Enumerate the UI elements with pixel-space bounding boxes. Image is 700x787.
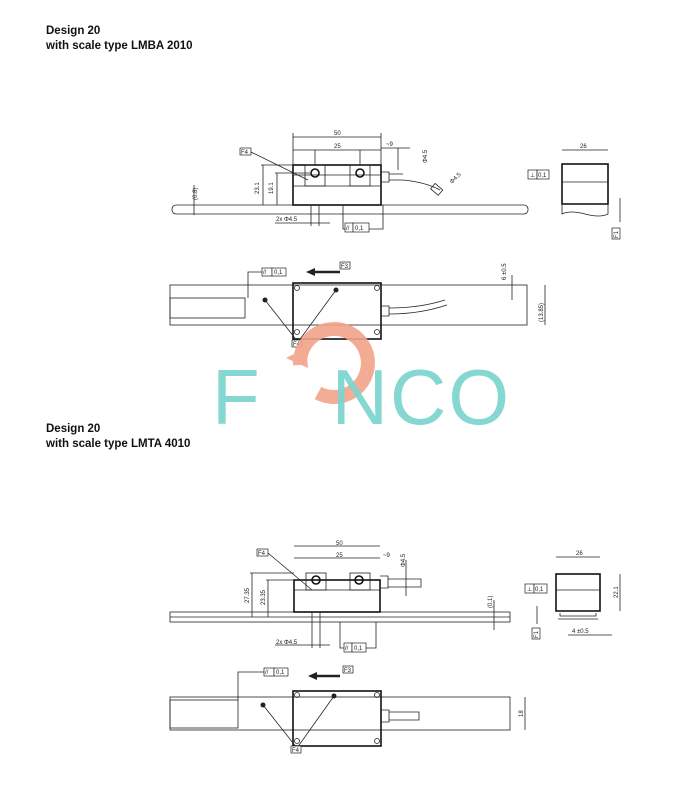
- drawing-2-top-view: F4 // 0,1 F3 6 ±0.5 (13.85): [169, 261, 546, 348]
- section-2-heading: Design 20 with scale type LMTA 4010: [46, 422, 190, 452]
- drawing-1-front-view: 50 25 ~9 Φ4.5 Φ4.5 23.1 19.1 (0.8) 2x Φ4…: [171, 131, 529, 233]
- dim-0-1: (0.1): [488, 596, 494, 608]
- dim-cable-diameter-2: Φ4.5: [449, 171, 463, 185]
- dim-13-85: (13.85): [539, 303, 545, 322]
- drawing-3-side-view: 26 22.1 ⊥ 0,1 F1 4 ±0.5: [524, 551, 621, 640]
- reference-f1: F1: [534, 630, 540, 638]
- drawing-3-front-view: 50 25 ~9 Φ4.5 27.35 23.35 (0.1) 2x Φ4.5 …: [169, 541, 511, 653]
- perpendicularity-symbol: ⊥: [527, 586, 532, 593]
- reference-f4: F4: [241, 150, 249, 156]
- dim-9: ~9: [386, 142, 394, 148]
- dim-50: 50: [336, 541, 343, 547]
- dim-holes: 2x Φ4.5: [276, 640, 298, 646]
- section-2-title: Design 20: [46, 423, 101, 435]
- reference-f4: F4: [293, 342, 301, 348]
- tolerance-value: 0,1: [276, 670, 285, 676]
- dim-50: 50: [334, 131, 341, 137]
- dim-holes: 2x Φ4.5: [276, 217, 298, 223]
- dim-cable-diameter: Φ4.5: [401, 553, 407, 567]
- dim-22-1: 22.1: [614, 586, 620, 598]
- reference-f4: F4: [258, 551, 266, 557]
- drawing-4-top-view: F4 // 0,1 F3 18: [169, 665, 526, 754]
- dim-9: ~9: [383, 553, 391, 559]
- section-2-subtitle: with scale type LMTA 4010: [46, 438, 191, 450]
- dim-25: 25: [336, 553, 343, 559]
- logo-letters-nco: NCO: [331, 353, 511, 441]
- reference-f3: F3: [344, 668, 352, 674]
- fenco-logo-watermark: F NCO: [212, 352, 511, 443]
- dim-gap: 6 ±0.5: [502, 263, 508, 280]
- dim-26: 26: [580, 144, 587, 150]
- tolerance-value: 0,1: [355, 226, 364, 232]
- parallelism-symbol: //: [265, 670, 269, 676]
- dim-27-35: 27.35: [245, 587, 251, 603]
- dim-18: 18: [519, 710, 525, 717]
- section-1-subtitle: with scale type LMBA 2010: [46, 40, 193, 52]
- perpendicularity-symbol: ⊥: [530, 172, 535, 179]
- logo-letter-f: F: [212, 353, 262, 441]
- dim-offset: 4 ±0.5: [572, 629, 589, 635]
- dim-0-8: (0.8): [193, 188, 199, 200]
- perpendicularity-tolerance: 0,1: [535, 587, 544, 593]
- dim-cable-diameter: Φ4.5: [423, 149, 429, 163]
- drawing-1-side-view: 26 ⊥ 0,1 F1: [527, 144, 621, 240]
- dim-25: 25: [334, 144, 341, 150]
- reference-f3: F3: [341, 264, 349, 270]
- parallelism-symbol: //: [263, 270, 267, 276]
- parallelism-symbol: //: [346, 226, 350, 232]
- dim-19-1: 19.1: [269, 182, 275, 194]
- logo-e-circle: [286, 322, 375, 404]
- perpendicularity-tolerance: 0,1: [538, 173, 547, 179]
- dim-23-35: 23.35: [261, 589, 267, 605]
- tolerance-value: 0,1: [354, 646, 363, 652]
- parallelism-symbol: //: [345, 646, 349, 652]
- reference-f1: F1: [614, 230, 620, 238]
- section-1-heading: Design 20 with scale type LMBA 2010: [46, 24, 193, 54]
- tolerance-value: 0,1: [274, 270, 283, 276]
- dim-26: 26: [576, 551, 583, 557]
- section-1-title: Design 20: [46, 25, 101, 37]
- reference-f4: F4: [292, 748, 300, 754]
- dim-23-1: 23.1: [255, 182, 261, 194]
